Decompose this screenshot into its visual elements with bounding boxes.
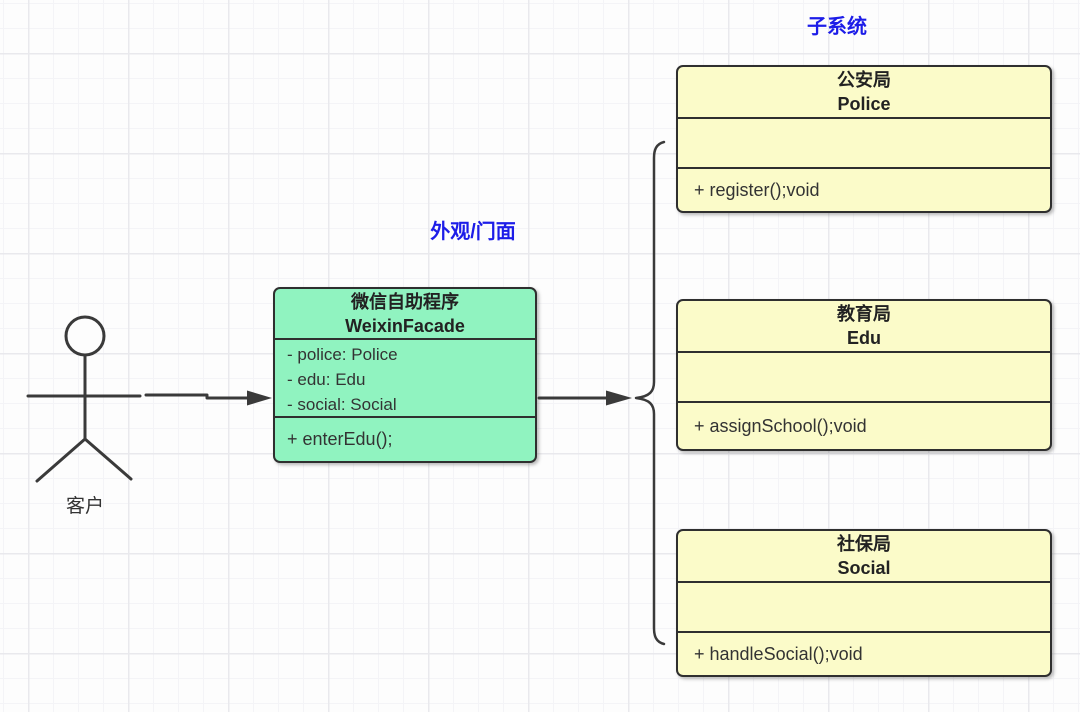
class-attributes <box>678 581 1050 631</box>
method-line: + register();void <box>694 179 820 200</box>
class-title: 公安局 Police <box>678 67 1050 117</box>
method-line: + enterEdu(); <box>287 429 393 449</box>
class-title: 微信自助程序 WeixinFacade <box>275 289 535 338</box>
attribute-line: - edu: Edu <box>287 370 366 389</box>
method-line: + assignSchool();void <box>694 415 867 436</box>
class-box-weixinfacade: 微信自助程序 WeixinFacade - police: Police - e… <box>273 287 537 463</box>
class-box-police: 公安局 Police + register();void <box>676 65 1052 213</box>
class-name-cn: 微信自助程序 <box>351 291 459 312</box>
actor-figure <box>26 315 142 483</box>
class-name-cn: 公安局 <box>837 70 891 90</box>
arrowhead-icon <box>606 390 632 406</box>
curly-brace-connector <box>634 140 666 646</box>
arrow-actor-to-facade <box>144 390 272 406</box>
actor-label: 客户 <box>65 496 104 517</box>
actor-head <box>64 315 106 357</box>
class-methods: + enterEdu(); <box>275 416 535 461</box>
class-attributes: - police: Police - edu: Edu - social: So… <box>275 338 535 416</box>
class-title: 教育局 Edu <box>678 301 1050 351</box>
class-methods: + assignSchool();void <box>678 401 1050 449</box>
arrowhead-icon <box>247 390 272 406</box>
class-name-cn: 教育局 <box>837 304 891 324</box>
arrow-facade-to-subsystems <box>537 390 632 406</box>
class-name-en: Social <box>837 558 891 578</box>
class-attributes <box>678 351 1050 401</box>
subsystem-group-label: 子系统 <box>807 16 867 38</box>
class-name-en: Police <box>837 94 891 114</box>
class-box-edu: 教育局 Edu + assignSchool();void <box>676 299 1052 451</box>
class-box-social: 社保局 Social + handleSocial();void <box>676 529 1052 677</box>
attribute-line: - social: Social <box>287 395 397 414</box>
class-name-en: Edu <box>847 328 881 348</box>
actor-legs <box>35 437 133 483</box>
class-name-cn: 社保局 <box>837 534 891 554</box>
class-methods: + register();void <box>678 167 1050 211</box>
method-line: + handleSocial();void <box>694 643 863 664</box>
class-attributes <box>678 117 1050 167</box>
arrow-line <box>144 393 250 400</box>
facade-group-label: 外观/门面 <box>430 221 516 243</box>
class-title: 社保局 Social <box>678 531 1050 581</box>
class-name-en: WeixinFacade <box>345 315 465 336</box>
class-methods: + handleSocial();void <box>678 631 1050 675</box>
attribute-line: - police: Police <box>287 345 398 364</box>
